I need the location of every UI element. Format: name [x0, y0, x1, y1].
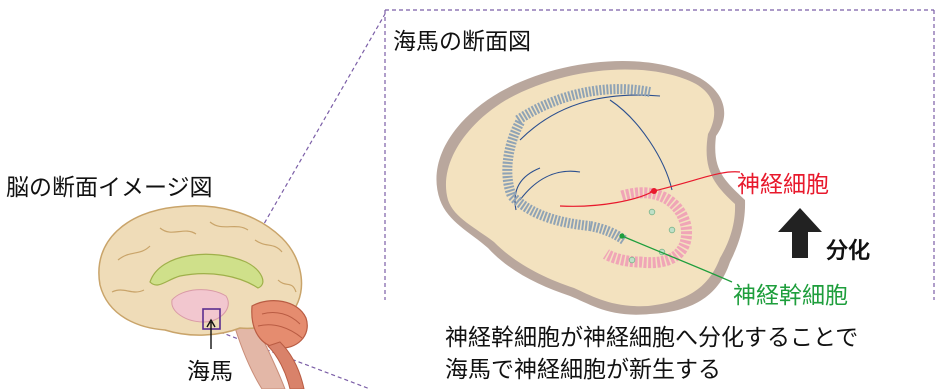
up-arrow-icon	[778, 208, 822, 258]
differentiation-label: 分化	[826, 233, 870, 265]
caption-line-2: 海馬で神経細胞が新生する	[445, 350, 721, 384]
caption-line-1: 神経幹細胞が神経細胞へ分化することで	[445, 318, 858, 352]
neuron-icon	[651, 188, 657, 194]
panel-title: 海馬の断面図	[393, 22, 531, 56]
neuron-label: 神経細胞	[737, 165, 829, 199]
hippocampus-section	[436, 61, 745, 315]
stem-cell-icon	[619, 233, 624, 238]
hippocampus-label: 海馬	[187, 352, 233, 386]
brain-title: 脳の断面イメージ図	[6, 168, 213, 202]
stem-cell-label: 神経幹細胞	[733, 276, 848, 310]
